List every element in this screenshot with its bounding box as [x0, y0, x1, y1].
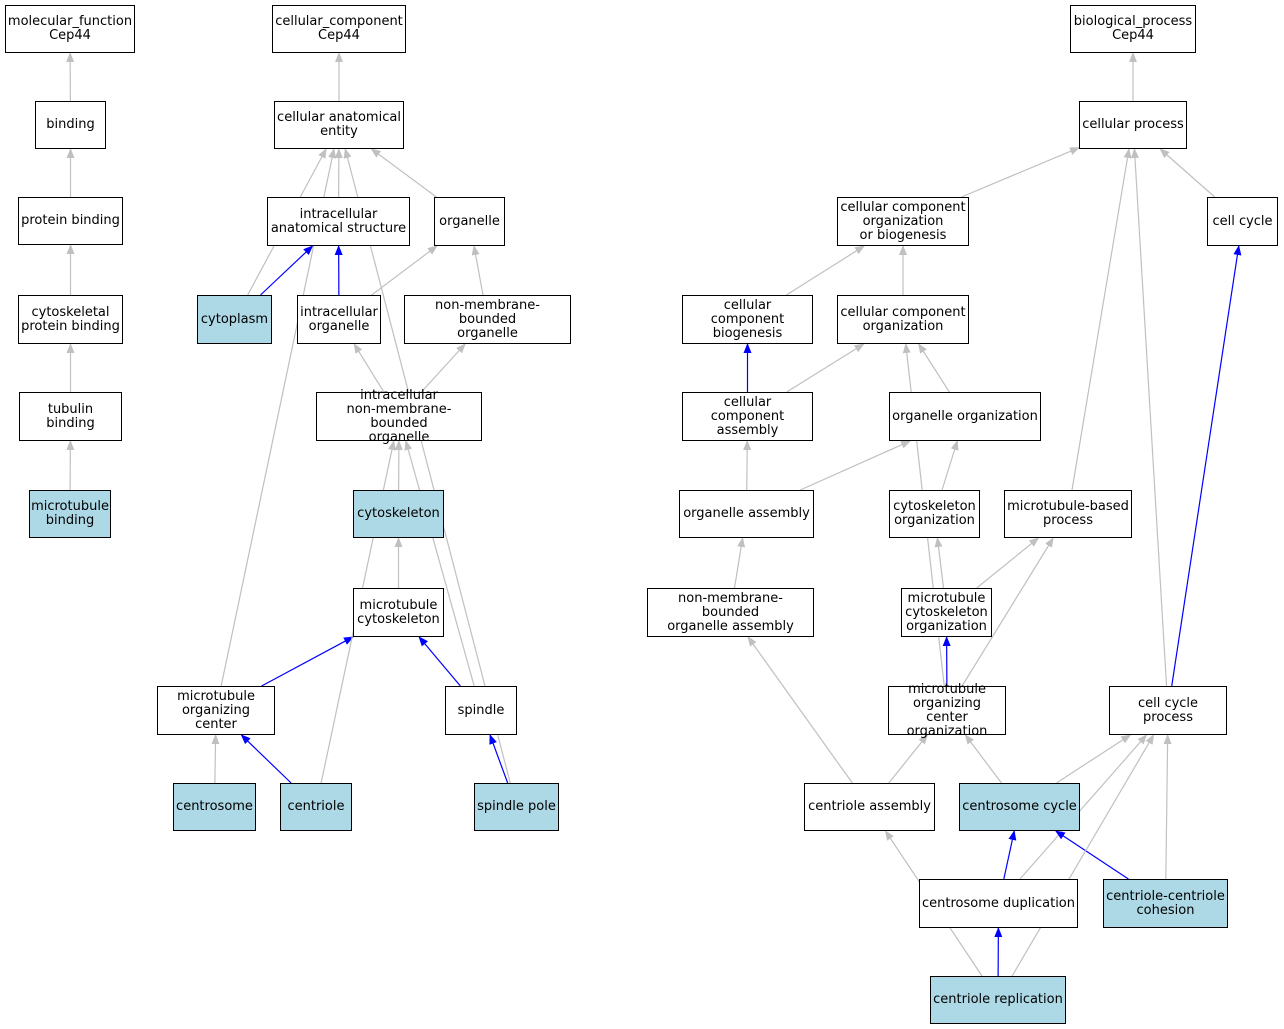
node-cytoskeleton[interactable]: cytoskeleton: [353, 490, 444, 538]
node-organelle[interactable]: organelle: [434, 197, 505, 246]
node-microtubule-based-process[interactable]: microtubule-based process: [1004, 490, 1132, 538]
edge-is-a: [1163, 734, 1172, 880]
node-cellular-process[interactable]: cellular process: [1079, 101, 1187, 149]
edge-is-a: [353, 343, 385, 393]
node-centrosome[interactable]: centrosome: [173, 783, 256, 831]
node-cell-cycle[interactable]: cell cycle: [1207, 197, 1278, 246]
edge-is-a: [211, 734, 220, 784]
edge-is-a: [404, 440, 475, 687]
node-cellular-component-organization[interactable]: cellular component organization: [837, 295, 969, 344]
edge-is-a: [420, 343, 466, 393]
node-cell-cycle-process[interactable]: cell cycle process: [1109, 686, 1227, 735]
edge-is-a: [733, 537, 746, 589]
node-protein-binding[interactable]: protein binding: [18, 197, 123, 245]
edge-is-a: [786, 343, 865, 393]
node-molecular-function-root[interactable]: molecular_function Cep44: [5, 5, 135, 53]
node-cellular-component-biogenesis[interactable]: cellular component biogenesis: [682, 295, 813, 344]
node-intracellular-anatomical-structure[interactable]: intracellular anatomical structure: [267, 197, 410, 246]
edge-is-a: [976, 537, 1040, 589]
edge-is-a: [747, 636, 853, 784]
node-non-membrane-bounded-organelle[interactable]: non-membrane-bounded organelle: [404, 295, 571, 344]
node-intracellular-non-membrane-bounded-organelle[interactable]: intracellular non-membrane-bounded organ…: [316, 388, 482, 444]
node-cytoskeleton-organization[interactable]: cytoskeleton organization: [889, 490, 980, 538]
node-organelle-assembly[interactable]: organelle assembly: [679, 490, 814, 538]
edge-is-a: [1056, 734, 1132, 784]
edge-is-a: [961, 537, 1054, 687]
node-non-membrane-bounded-organelle-assembly[interactable]: non-membrane-bounded organelle assembly: [647, 588, 814, 637]
node-cellular-component-assembly[interactable]: cellular component assembly: [682, 392, 813, 441]
edge-is-a: [941, 440, 959, 491]
edge-is-a: [1071, 148, 1132, 491]
edge-is-a: [918, 343, 950, 393]
node-biological-process-root[interactable]: biological_process Cep44: [1070, 5, 1196, 53]
edge-is-a: [964, 734, 1002, 784]
node-cytoplasm[interactable]: cytoplasm: [197, 295, 272, 344]
edge-is-a: [471, 245, 484, 296]
edge-is-a: [1011, 734, 1155, 977]
node-spindle-pole[interactable]: spindle pole: [474, 783, 559, 831]
node-tubulin-binding[interactable]: tubulin binding: [19, 392, 122, 441]
node-cellular-component-organization-or-biogenesis[interactable]: cellular component organization or bioge…: [837, 197, 969, 246]
edge-is-a: [370, 148, 437, 198]
node-intracellular-organelle[interactable]: intracellular organelle: [297, 295, 381, 344]
edge-is-a: [934, 537, 945, 589]
node-spindle[interactable]: spindle: [445, 686, 517, 735]
edge-part-of: [240, 734, 292, 784]
node-organelle-organization[interactable]: organelle organization: [889, 392, 1041, 441]
node-cellular-component-root[interactable]: cellular_component Cep44: [272, 5, 406, 53]
node-binding[interactable]: binding: [35, 101, 106, 149]
edge-part-of: [1054, 830, 1129, 880]
edge-is-a: [800, 440, 912, 491]
edge-part-of: [489, 734, 509, 784]
edge-part-of: [1171, 245, 1242, 687]
edge-is-a: [343, 148, 511, 784]
edge-is-a: [1019, 734, 1148, 880]
node-microtubule-binding[interactable]: microtubule binding: [29, 490, 111, 538]
node-centriole[interactable]: centriole: [280, 783, 352, 831]
node-centrosome-duplication[interactable]: centrosome duplication: [919, 879, 1078, 928]
edge-part-of: [1003, 830, 1017, 880]
node-microtubule-organizing-center[interactable]: microtubule organizing center: [157, 686, 275, 735]
edge-is-a: [961, 147, 1080, 198]
node-centriole-replication[interactable]: centriole replication: [930, 976, 1066, 1024]
node-cellular-anatomical-entity[interactable]: cellular anatomical entity: [274, 101, 404, 149]
node-centriole-centriole-cohesion[interactable]: centriole-centriole cohesion: [1103, 879, 1228, 928]
edge-part-of: [418, 636, 461, 687]
node-microtubule-cytoskeleton[interactable]: microtubule cytoskeleton: [353, 588, 444, 637]
edge-is-a: [743, 440, 752, 491]
edge-is-a: [1159, 148, 1216, 198]
edge-part-of: [260, 245, 314, 296]
node-centriole-assembly[interactable]: centriole assembly: [804, 783, 935, 831]
edge-is-a: [888, 734, 928, 784]
node-microtubule-cytoskeleton-organization[interactable]: microtubule cytoskeleton organization: [901, 588, 992, 637]
edge-is-a: [786, 245, 865, 296]
node-microtubule-organizing-center-organization[interactable]: microtubule organizing center organizati…: [888, 682, 1006, 738]
edge-is-a: [371, 245, 438, 296]
edge-is-a: [1130, 148, 1168, 687]
node-centrosome-cycle[interactable]: centrosome cycle: [959, 783, 1080, 831]
node-cytoskeletal-protein-binding[interactable]: cytoskeletal protein binding: [18, 295, 123, 344]
edge-part-of: [261, 636, 354, 687]
